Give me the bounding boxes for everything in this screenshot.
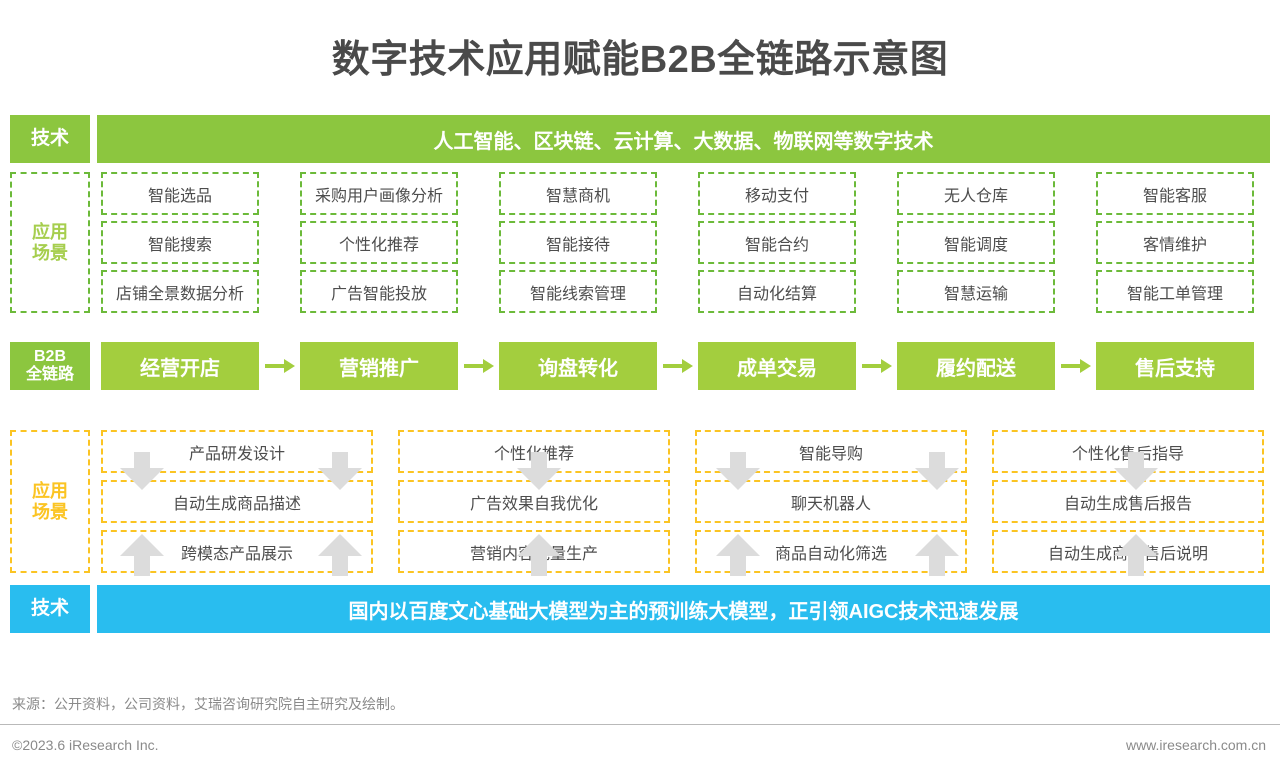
top-tech-banner-text: 人工智能、区块链、云计算、大数据、物联网等数字技术 [433,130,934,153]
down-arrow-stage-1 [120,452,164,490]
website-link[interactable]: www.iresearch.com.cn [1125,737,1266,753]
top-cell-4-2[interactable]: 智能合约 [698,221,856,264]
bottom-cell-4-3[interactable]: 自动生成商品售后说明 [992,530,1264,573]
down-arrow-stage-4 [716,452,760,490]
bottom-tech-label-text: 技术 [30,598,69,620]
chain-label-line2: 全链路 [25,366,74,383]
chain-label: B2B 全链路 [10,342,90,390]
down-arrow-stage-3 [517,452,561,490]
chain-stage-4[interactable]: 成单交易 [698,342,856,390]
bottom-cell-4-1[interactable]: 个性化售后指导 [992,430,1264,473]
chain-arrow-3-4 [663,359,693,373]
bottom-tech-banner-text: 国内以百度文心基础大模型为主的预训练大模型，正引领AIGC技术迅速发展 [348,600,1019,623]
copyright-text: ©2023.6 iResearch Inc. [12,737,159,753]
top-cell-5-1[interactable]: 无人仓库 [897,172,1055,215]
top-cell-3-1[interactable]: 智慧商机 [499,172,657,215]
top-cell-2-1[interactable]: 采购用户画像分析 [300,172,458,215]
top-cell-4-1[interactable]: 移动支付 [698,172,856,215]
bottom-scenarios-label-line1: 应用 [32,480,68,501]
top-tech-banner: 人工智能、区块链、云计算、大数据、物联网等数字技术 [97,115,1270,163]
top-cell-6-3[interactable]: 智能工单管理 [1096,270,1254,313]
top-cell-3-2[interactable]: 智能接待 [499,221,657,264]
top-cell-4-3[interactable]: 自动化结算 [698,270,856,313]
up-arrow-stage-2 [318,534,362,576]
top-cell-6-2[interactable]: 客情维护 [1096,221,1254,264]
top-cell-5-3[interactable]: 智慧运输 [897,270,1055,313]
top-tech-label: 技术 [10,115,90,163]
up-arrow-stage-6 [1114,534,1158,576]
chain-arrow-2-3 [464,359,494,373]
chain-stage-5[interactable]: 履约配送 [897,342,1055,390]
chain-stage-2[interactable]: 营销推广 [300,342,458,390]
top-cell-2-3[interactable]: 广告智能投放 [300,270,458,313]
chain-stage-3[interactable]: 询盘转化 [499,342,657,390]
up-arrow-stage-1 [120,534,164,576]
page-header: 数字技术应用赋能B2B全链路示意图 [0,0,1280,110]
bottom-scenarios-label: 应用 场景 [10,430,90,573]
top-cell-1-3[interactable]: 店铺全景数据分析 [101,270,259,313]
top-cell-6-1[interactable]: 智能客服 [1096,172,1254,215]
chain-stage-6[interactable]: 售后支持 [1096,342,1254,390]
chain-label-line1: B2B [33,347,66,365]
top-cell-1-1[interactable]: 智能选品 [101,172,259,215]
top-scenarios-label: 应用 场景 [10,172,90,313]
down-arrow-stage-5 [915,452,959,490]
bottom-tech-banner: 国内以百度文心基础大模型为主的预训练大模型，正引领AIGC技术迅速发展 [97,585,1270,633]
chain-stage-1[interactable]: 经营开店 [101,342,259,390]
bottom-tech-label: 技术 [10,585,90,633]
source-note: 来源：公开资料，公司资料，艾瑞咨询研究院自主研究及绘制。 [12,696,404,712]
chain-arrow-1-2 [265,359,295,373]
diagram-canvas: 技术 人工智能、区块链、云计算、大数据、物联网等数字技术 应用 场景 智能选品 … [0,110,1280,670]
top-cell-2-2[interactable]: 个性化推荐 [300,221,458,264]
top-tech-label-text: 技术 [30,128,69,150]
chain-arrow-4-5 [862,359,892,373]
up-arrow-stage-5 [915,534,959,576]
footer-divider [0,724,1280,725]
up-arrow-stage-4 [716,534,760,576]
up-arrow-stage-3 [517,534,561,576]
top-scenarios-label-line2: 场景 [32,242,68,263]
top-cell-3-3[interactable]: 智能线索管理 [499,270,657,313]
bottom-scenarios-label-line2: 场景 [32,501,68,522]
top-scenarios-label-line1: 应用 [32,221,68,242]
down-arrow-stage-2 [318,452,362,490]
chain-arrow-5-6 [1061,359,1091,373]
top-cell-1-2[interactable]: 智能搜索 [101,221,259,264]
top-cell-5-2[interactable]: 智能调度 [897,221,1055,264]
down-arrow-stage-6 [1114,452,1158,490]
page-title: 数字技术应用赋能B2B全链路示意图 [331,38,949,81]
